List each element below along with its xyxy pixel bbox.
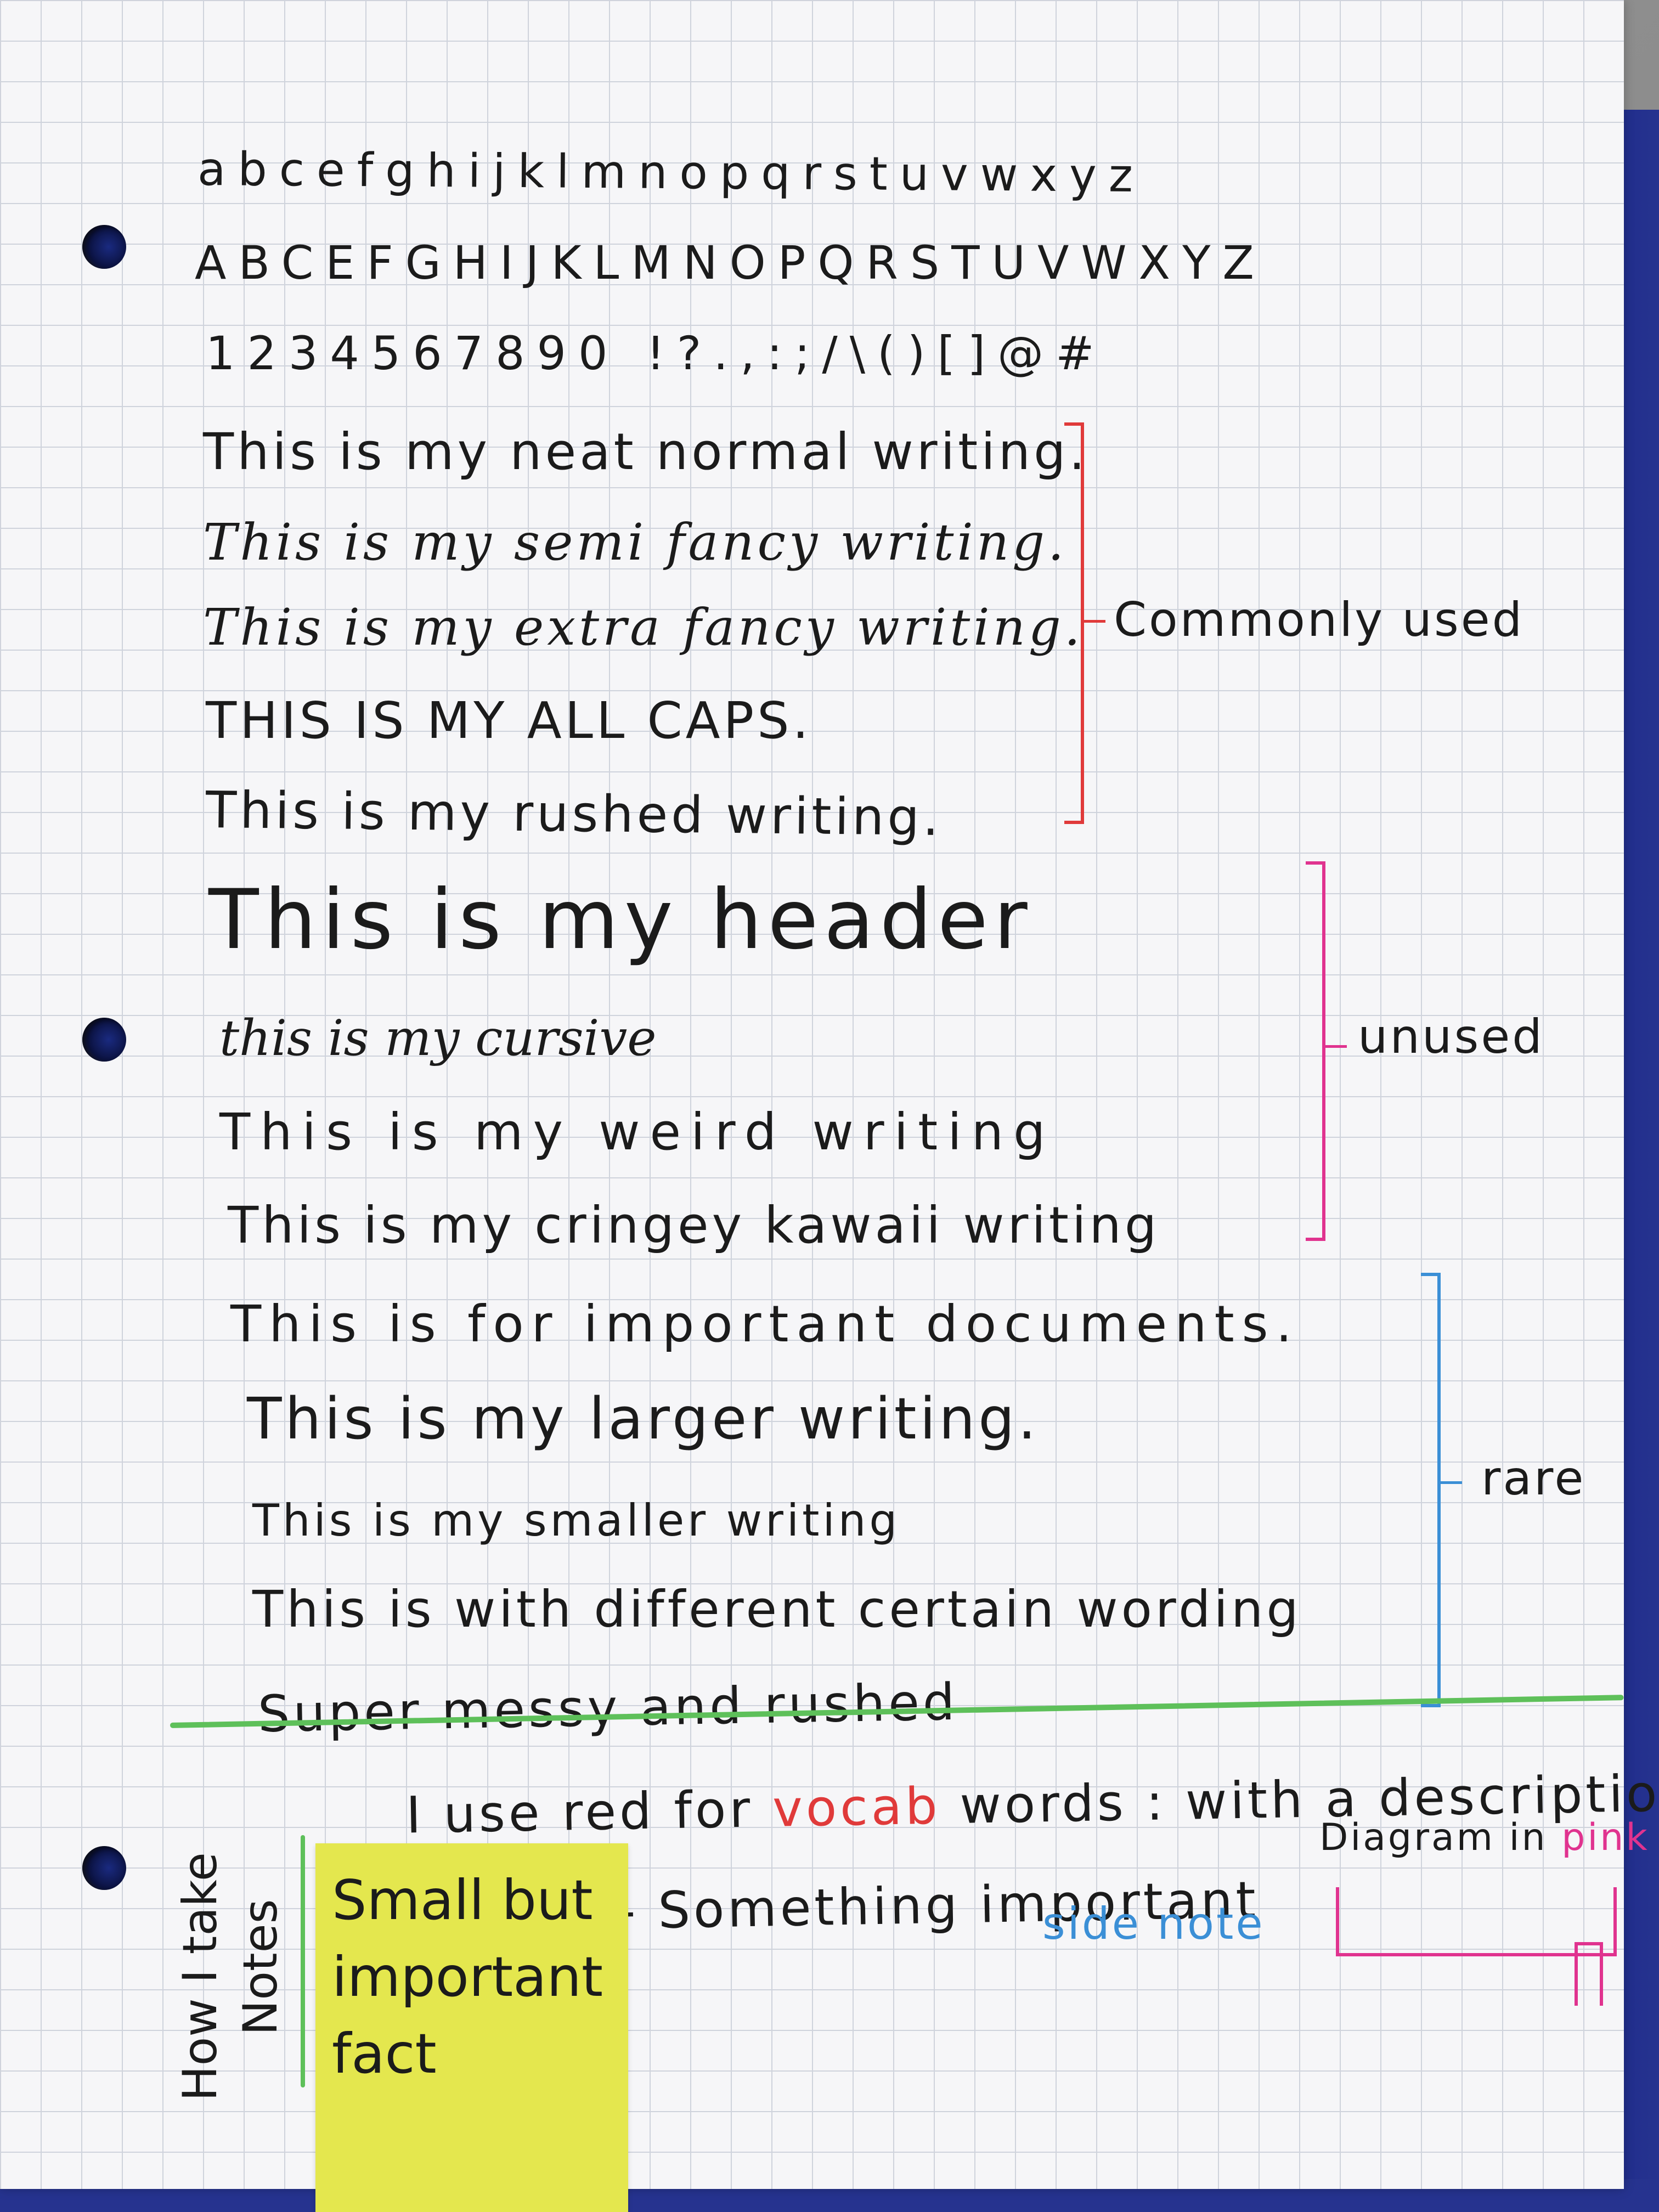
all-caps-writing: THIS IS MY ALL CAPS. [206, 691, 812, 750]
pink-diagram-outline [1336, 1887, 1617, 1956]
larger-writing: This is my larger writing. [247, 1385, 1040, 1452]
sticky-line1: Small but [332, 1868, 593, 1932]
vocab-prefix: I use red for [405, 1780, 754, 1845]
commonly-used-label: Commonly used [1114, 592, 1525, 647]
unused-label: unused [1358, 1009, 1544, 1064]
binder-hole-middle [82, 1018, 126, 1062]
pink-diagram-notch [1575, 1942, 1603, 2006]
weird-writing: This is my weird writing [219, 1103, 1056, 1161]
unused-bracket-tick [1325, 1045, 1347, 1048]
kawaii-writing: This is my cringey kawaii writing [228, 1196, 1160, 1255]
numbers-symbols-row: 1234567890 !?.,:;/\()[]@# [206, 326, 1107, 380]
binder-hole-top [82, 225, 126, 269]
binder-hole-bottom [82, 1846, 126, 1890]
rare-bracket [1421, 1273, 1441, 1707]
rushed-writing: This is my rushed writing. [205, 780, 943, 848]
rare-bracket-tick [1440, 1481, 1462, 1484]
yellow-sticky-note: Small but important fact [315, 1843, 628, 2212]
messy-rushed-writing: Super messy and rushed [257, 1672, 959, 1744]
diagram-prefix: Diagram in [1319, 1816, 1548, 1859]
sticky-line3: fact [332, 2022, 437, 2086]
sticky-line2: important [332, 1945, 603, 2009]
commonly-used-bracket-tick [1084, 620, 1105, 623]
notes-title-line1: How I take [173, 1852, 228, 2101]
diagram-color-word: pink [1561, 1816, 1650, 1859]
cursive-writing: this is my cursive [219, 1009, 657, 1067]
smaller-writing: This is my smaller writing [252, 1495, 901, 1546]
how-i-take-notes-title: How I take Notes [170, 1852, 291, 2101]
lowercase-alphabet: abcefghijklmnopqrstuvwxyz [197, 142, 1146, 203]
diagram-caption: Diagram in pink [1319, 1816, 1650, 1859]
side-note: side note [1042, 1898, 1265, 1949]
commonly-used-bracket [1064, 422, 1084, 824]
neat-normal-writing: This is my neat normal writing. [203, 422, 1088, 481]
different-wording-writing: This is with different certain wording [252, 1580, 1302, 1639]
unused-bracket [1306, 861, 1325, 1241]
uppercase-alphabet: ABCEFGHIJKLMNOPQRSTUVWXYZ [195, 236, 1266, 290]
notes-title-line2: Notes [233, 1899, 288, 2035]
extra-fancy-writing: This is my extra fancy writing. [203, 598, 1084, 657]
semi-fancy-writing: This is my semi fancy writing. [203, 513, 1068, 572]
header-writing: This is my header [208, 872, 1033, 968]
green-margin-line [301, 1835, 305, 2087]
vocab-word: vocab [772, 1776, 941, 1838]
rare-label: rare [1481, 1451, 1586, 1506]
important-documents-writing: This is for important documents. [230, 1295, 1300, 1353]
